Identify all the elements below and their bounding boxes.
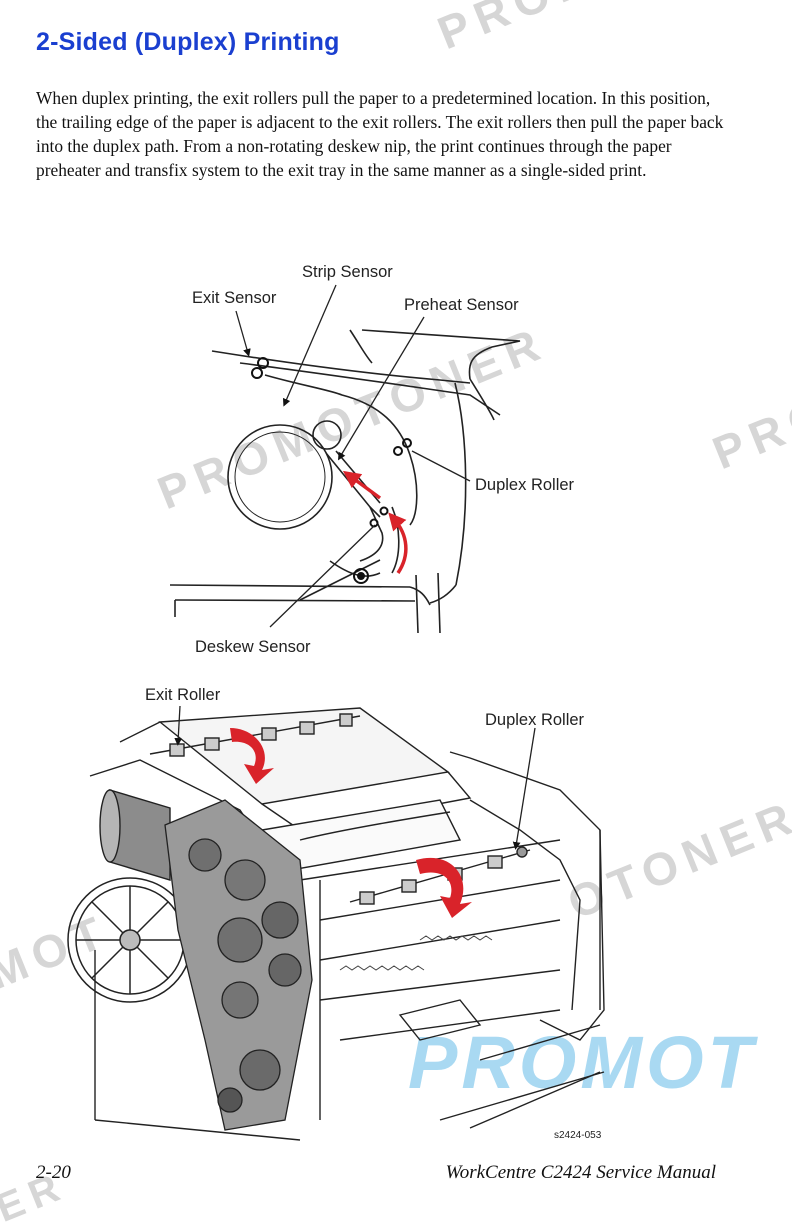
printer-body — [89, 707, 605, 1141]
duplex-roller-shaft — [349, 846, 531, 905]
page-title: 2-Sided (Duplex) Printing — [36, 28, 340, 56]
label-preheat-sensor: Preheat Sensor — [404, 296, 519, 314]
springs — [339, 935, 493, 971]
rotation-arrows — [230, 728, 472, 918]
watermark: PROMO — [430, 0, 648, 60]
duplex-path-diagram: Strip Sensor Exit Sensor Preheat Sensor … — [169, 263, 575, 656]
rollers — [251, 357, 412, 584]
page-number: 2-20 — [36, 1162, 71, 1183]
paper-direction-arrows — [342, 470, 408, 574]
label-exit-sensor: Exit Sensor — [192, 289, 277, 307]
figure-id: s2424-053 — [554, 1130, 602, 1141]
motor — [99, 789, 171, 881]
exit-roller-shaft — [149, 713, 361, 757]
callout-leaders — [235, 284, 471, 628]
label-deskew-sensor: Deskew Sensor — [195, 638, 311, 656]
gear-train — [164, 799, 313, 1131]
manual-title: WorkCentre C2424 Service Manual — [445, 1162, 716, 1183]
printer-interior-illustration: Exit Roller Duplex Roller s2424-053 — [67, 686, 605, 1141]
body-paragraph: When duplex printing, the exit rollers p… — [36, 88, 724, 180]
label-exit-roller: Exit Roller — [145, 686, 221, 704]
gear-wheel — [67, 877, 193, 1003]
callout-leaders — [174, 705, 536, 850]
printer-outline — [169, 329, 521, 634]
label-strip-sensor: Strip Sensor — [302, 263, 393, 281]
label-duplex-roller: Duplex Roller — [485, 711, 585, 729]
label-duplex-roller: Duplex Roller — [475, 476, 575, 494]
